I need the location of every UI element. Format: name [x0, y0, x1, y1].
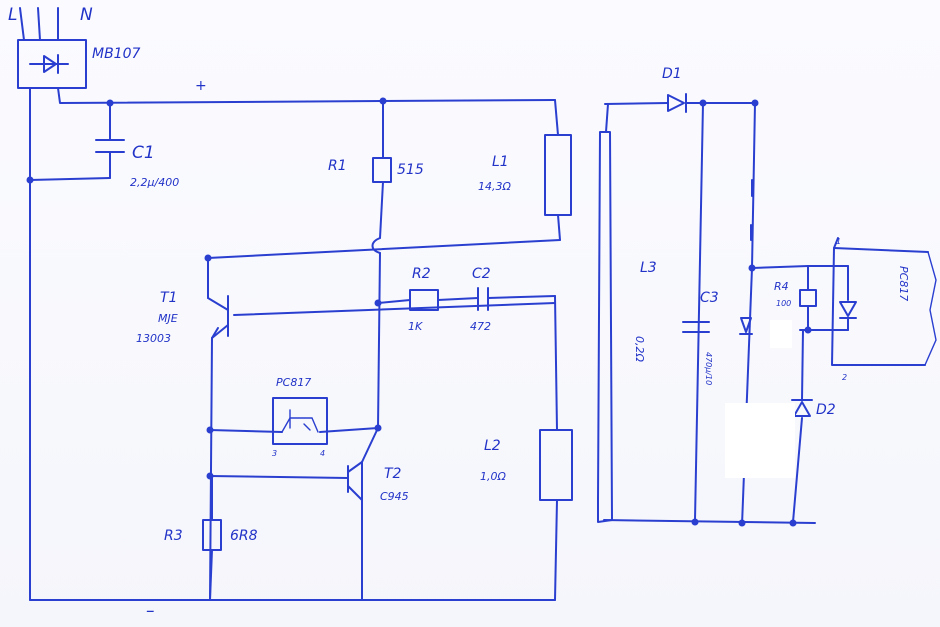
label-pin-2: 2	[842, 373, 847, 382]
inductor-l2	[539, 429, 573, 501]
label-pc817-left: PC817	[276, 376, 311, 389]
label-bridge: MB107	[92, 46, 140, 62]
capacitor-c2	[477, 287, 489, 311]
label-c1-value: 2,2µ/400	[130, 176, 179, 189]
label-c3-value: 470µ/10	[704, 352, 713, 385]
optocoupler-right	[807, 237, 937, 366]
label-pin-1: 1	[836, 237, 841, 246]
label-c2: C2	[472, 266, 491, 282]
resistor-r1	[372, 157, 392, 183]
secondary-wires	[597, 102, 831, 526]
label-r4: R4	[774, 280, 789, 293]
transistor-t1	[211, 295, 229, 339]
label-r1-value: 515	[397, 162, 424, 178]
label-l3-value: 0,2Ω	[633, 336, 646, 362]
bridge-rectifier	[17, 39, 87, 89]
label-l2: L2	[484, 438, 501, 454]
junction-dots	[26, 97, 812, 527]
label-c1: C1	[132, 143, 155, 163]
resistor-r2	[409, 289, 439, 311]
inductor-l1	[544, 134, 572, 216]
primary-wires	[19, 7, 561, 601]
diode-d2	[791, 399, 813, 417]
label-l3: L3	[640, 260, 657, 276]
label-r4-value: 100	[776, 299, 791, 308]
white-patch-small	[770, 320, 792, 348]
optocoupler-left	[272, 397, 328, 445]
label-c3: C3	[700, 290, 719, 306]
label-t2-type: C945	[380, 490, 409, 503]
diode-mark	[739, 317, 753, 335]
label-pc817-pin3: 3	[272, 449, 277, 458]
label-r3-value: 6R8	[230, 528, 258, 544]
resistor-r4	[799, 289, 817, 307]
label-d2: D2	[816, 402, 836, 418]
label-l1-value: 14,3Ω	[478, 180, 511, 193]
label-plus: +	[195, 78, 207, 94]
label-t1-number: 13003	[136, 332, 171, 345]
label-mains-n: N	[80, 5, 93, 25]
label-minus: –	[146, 601, 155, 621]
label-pc817-right: PC817	[897, 266, 910, 301]
resistor-r3	[202, 519, 222, 551]
label-r2-value: 1K	[408, 320, 423, 333]
label-mains-l: L	[8, 5, 17, 25]
white-patch	[725, 403, 795, 478]
label-r2: R2	[412, 266, 431, 282]
capacitor-c1	[95, 139, 125, 153]
transistor-t2	[347, 461, 363, 501]
label-t1: T1	[160, 290, 177, 306]
label-l1: L1	[492, 154, 509, 170]
label-t2: T2	[384, 466, 402, 482]
label-l2-value: 1,0Ω	[480, 470, 506, 483]
label-d1: D1	[662, 66, 682, 82]
label-pc817-pin4: 4	[320, 449, 325, 458]
label-r1: R1	[328, 158, 347, 174]
diode-d1	[667, 93, 687, 113]
label-c2-value: 472	[470, 320, 491, 333]
label-r3: R3	[164, 528, 183, 544]
capacitor-c3	[682, 321, 710, 333]
label-t1-type: MJE	[158, 312, 178, 325]
